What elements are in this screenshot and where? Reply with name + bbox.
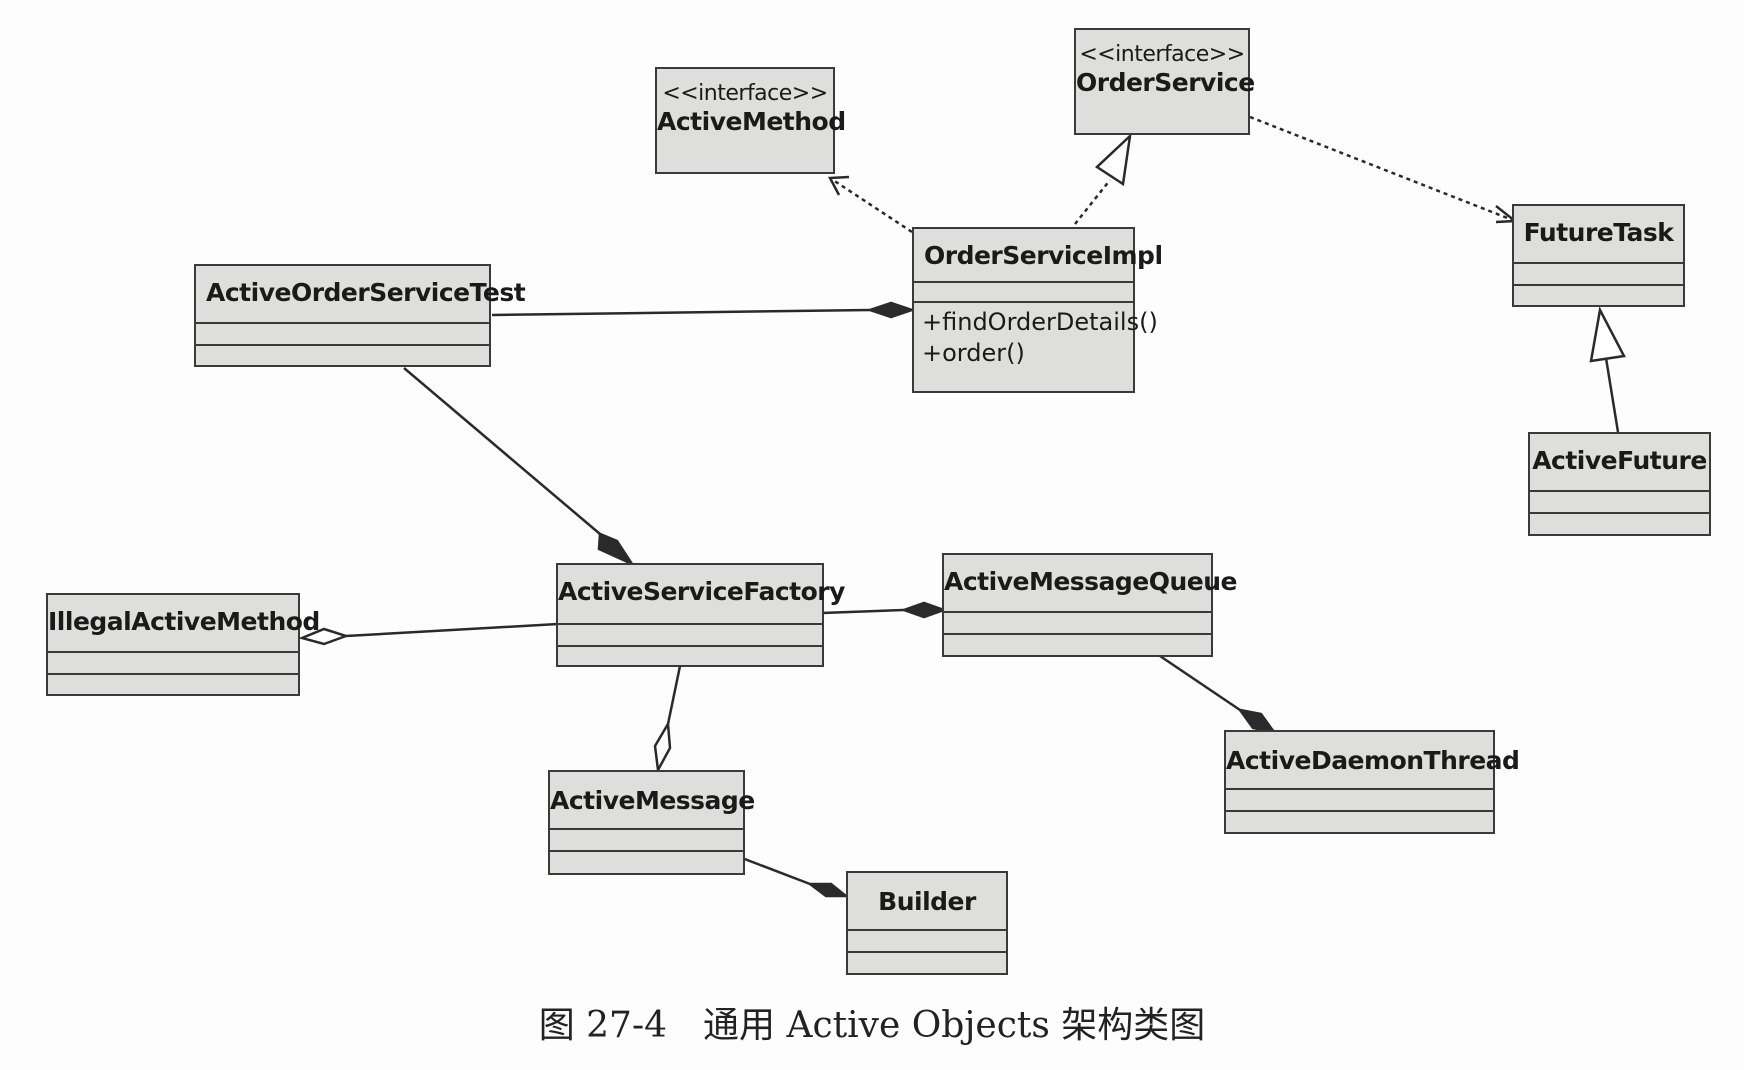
operations-compartment [196,344,489,365]
class-name: ActiveDaemonThread [1226,746,1520,775]
attributes-compartment [1226,788,1493,810]
class-name: FutureTask [1523,218,1674,247]
class-box-future-task: FutureTask [1512,204,1685,307]
aggregation-line-factory-to-illegal [345,622,559,638]
hollow-triangle-head [1589,306,1626,363]
filled-diamond [1237,708,1277,734]
class-name: ActiveMessage [550,786,755,815]
class-box-active-method: <<interface>> ActiveMethod [655,67,846,174]
open-arrowhead [827,175,850,196]
attributes-compartment [550,828,743,850]
attributes-compartment [1530,490,1709,512]
composition-line-factory-to-queue [821,608,905,615]
hollow-triangle-head [1094,132,1132,187]
operations-compartment [558,645,822,665]
class-name-label: ActiveMethod [657,107,846,136]
operations-compartment: +findOrderDetails() +order() [914,301,1158,391]
operations-compartment [1226,810,1493,832]
filled-diamond [866,301,916,319]
dependency-line-impl-to-activemethod [829,176,913,234]
operations-compartment [48,673,298,694]
aggregation-line-factory-to-message [666,665,682,725]
class-name: ActiveOrderServiceTest [206,278,526,307]
class-name-label: OrderService [1076,68,1255,97]
operation-item: +order() [922,339,1025,367]
class-name: <<interface>> ActiveMethod [657,69,846,137]
stereotype-label: <<interface>> [662,81,828,106]
class-name: OrderServiceImpl [924,241,1163,270]
filled-diamond [597,532,636,567]
class-box-illegal-active-method: IllegalActiveMethod [46,593,320,696]
composition-line-message-to-builder [741,856,811,886]
class-box-order-service: <<interface>> OrderService [1074,28,1255,135]
class-box-active-message: ActiveMessage [548,770,755,875]
operation-item: +findOrderDetails() [922,308,1158,336]
attributes-compartment [196,322,489,344]
class-name: IllegalActiveMethod [48,607,320,636]
operations-compartment [550,850,743,873]
class-name: ActiveMessageQueue [944,567,1238,596]
composition-line-queue-to-daemon [1159,654,1241,712]
filled-diamond [900,601,948,619]
class-box-builder: Builder [846,871,1008,975]
class-name: ActiveServiceFactory [558,577,845,606]
class-box-active-order-service-test: ActiveOrderServiceTest [194,264,526,367]
class-box-order-service-impl: OrderServiceImpl +findOrderDetails() +or… [912,227,1163,393]
attributes-compartment [558,623,822,645]
operations-compartment [1514,284,1683,305]
figure-caption: 图 27-4 通用 Active Objects 架构类图 [538,1005,1206,1046]
realization-line-impl-to-orderservice [1074,179,1111,225]
class-box-active-future: ActiveFuture [1528,432,1711,536]
operations-compartment [848,951,1006,973]
attributes-compartment [944,611,1211,633]
attributes-compartment [914,281,1133,301]
filled-diamond [806,882,850,898]
attributes-compartment [848,929,1006,951]
class-box-active-daemon-thread: ActiveDaemonThread [1224,730,1520,834]
class-box-active-message-queue: ActiveMessageQueue [942,553,1238,657]
operations-compartment [944,633,1211,655]
hollow-diamond [298,627,350,646]
class-box-active-service-factory: ActiveServiceFactory [556,563,845,667]
generalization-line-activefuture-to-futuretask [1604,357,1620,433]
hollow-diamond [653,719,672,775]
dependency-line-orderservice-to-futuretask [1249,115,1516,223]
stereotype-label: <<interface>> [1079,42,1245,67]
class-name: Builder [878,887,976,916]
attributes-compartment [1514,262,1683,284]
operations-compartment [1530,512,1709,534]
composition-line-test-to-factory [403,367,601,535]
attributes-compartment [48,651,298,673]
class-name: <<interface>> OrderService [1076,30,1255,98]
class-name: ActiveFuture [1532,446,1707,475]
composition-line-test-to-impl [491,308,871,317]
